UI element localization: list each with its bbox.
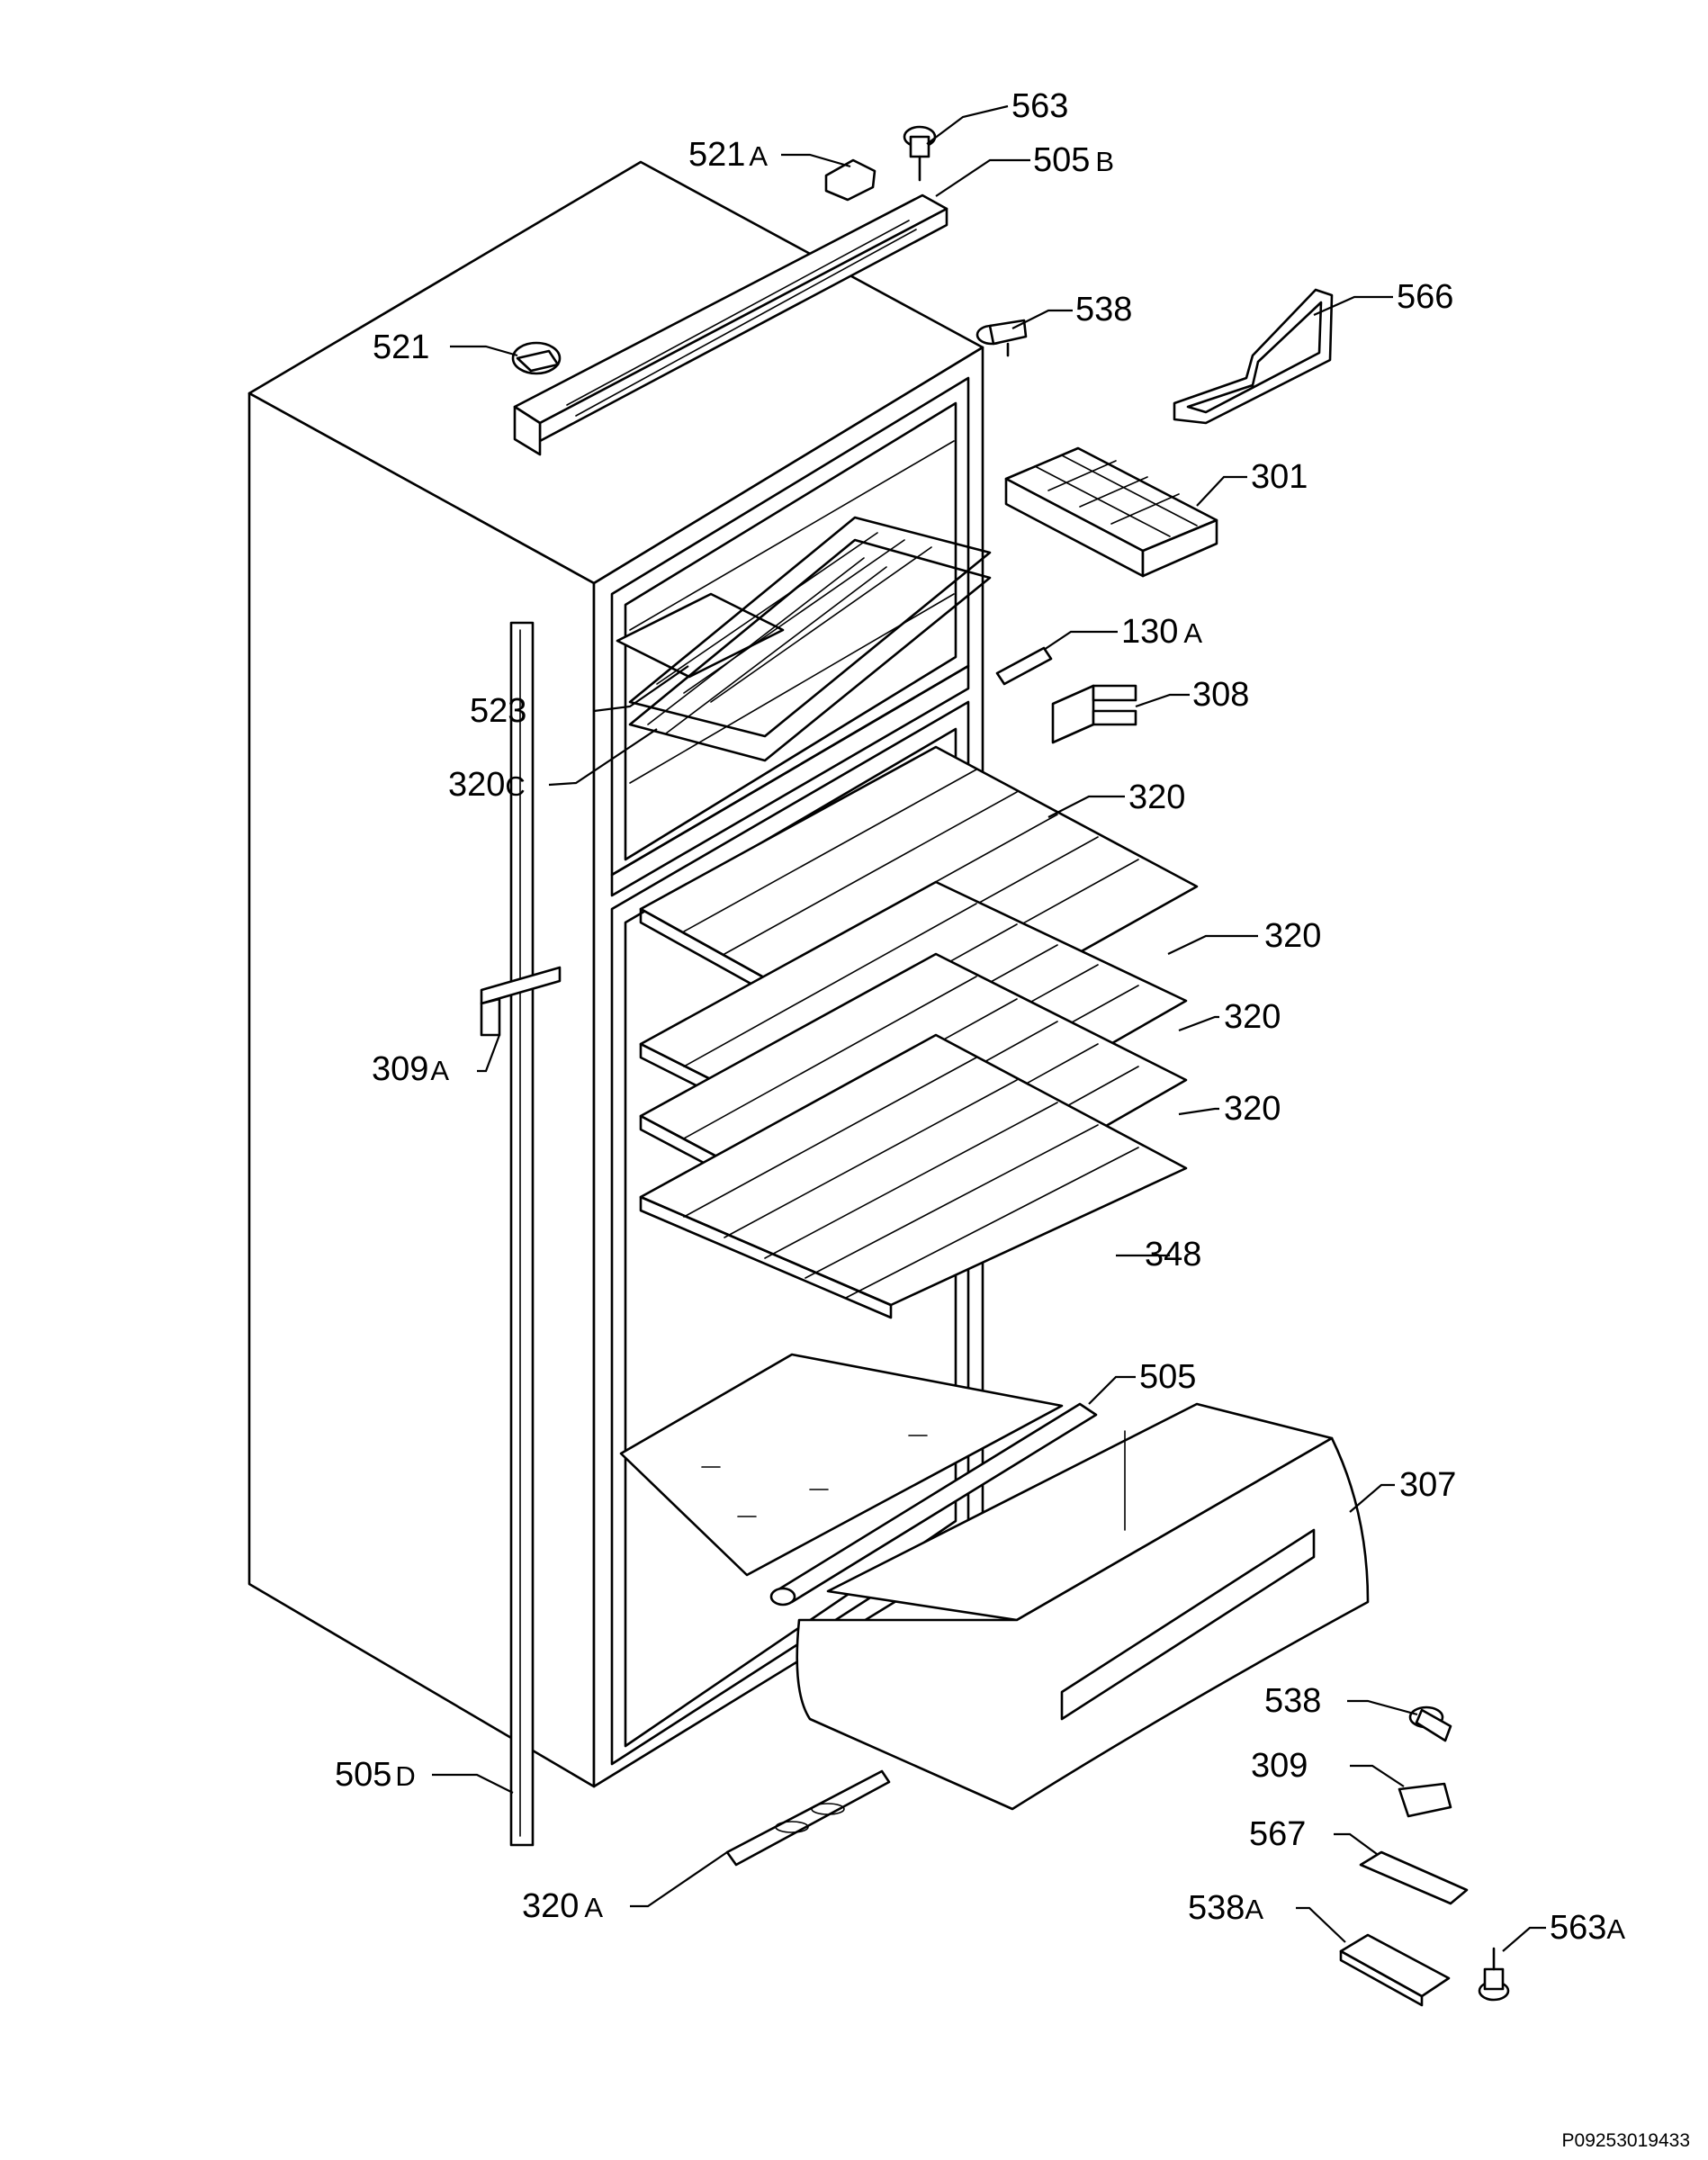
label-563: 563 — [1011, 87, 1068, 125]
ice-scraper-566 — [1173, 288, 1334, 425]
glass-shelf-348 — [619, 1353, 1064, 1577]
label-567: 567 — [1249, 1815, 1306, 1853]
freezer-shelf-320c — [628, 538, 992, 762]
hinge-567-icon — [1359, 1850, 1469, 1905]
label-538-top: 538 — [1075, 291, 1132, 328]
cap-521-icon — [511, 341, 562, 375]
middle-hinge-308-icon — [1051, 684, 1137, 744]
crisper-rail-505 — [769, 1402, 1098, 1606]
label-523: 523 — [470, 692, 526, 730]
label-320-4: 320 — [1224, 1090, 1281, 1128]
part-309-icon — [1398, 1782, 1452, 1818]
label-563a: 563A — [1550, 1909, 1625, 1947]
hinge-pin-538-bottom-icon — [1408, 1706, 1452, 1742]
top-hinge-bar-505b — [513, 194, 948, 456]
cap-521a-icon — [824, 158, 876, 202]
freezer-shelf-523 — [616, 516, 992, 738]
door-rail-320a — [725, 1769, 891, 1867]
label-348: 348 — [1145, 1236, 1201, 1274]
screw-563-icon — [903, 125, 937, 182]
label-521: 521 — [373, 328, 429, 366]
label-538-bottom: 538 — [1264, 1682, 1321, 1720]
label-320-3: 320 — [1224, 998, 1281, 1036]
label-309: 309 — [1251, 1747, 1308, 1785]
label-309a: 309A — [372, 1050, 449, 1088]
part-130a-icon — [995, 646, 1053, 686]
crisper-drawer-307 — [796, 1402, 1370, 1811]
label-320-1: 320 — [1128, 778, 1185, 816]
leader-lines — [432, 104, 1546, 1952]
screw-563a-icon — [1478, 1947, 1510, 2002]
drawing-code: P09253019433 — [1562, 2130, 1690, 2151]
label-538a: 538A — [1188, 1889, 1263, 1927]
ice-cube-tray-301 — [1004, 446, 1218, 578]
label-505: 505 — [1139, 1358, 1196, 1396]
label-320-2: 320 — [1264, 917, 1321, 955]
label-566: 566 — [1397, 278, 1453, 316]
label-307: 307 — [1399, 1466, 1456, 1504]
label-320c: 320C — [448, 766, 526, 804]
wire-shelf-320-4 — [639, 1033, 1188, 1319]
hinge-538a-icon — [1339, 1933, 1451, 2007]
label-308: 308 — [1192, 676, 1249, 714]
label-301: 301 — [1251, 458, 1308, 496]
door-seal-505d — [509, 621, 535, 1847]
